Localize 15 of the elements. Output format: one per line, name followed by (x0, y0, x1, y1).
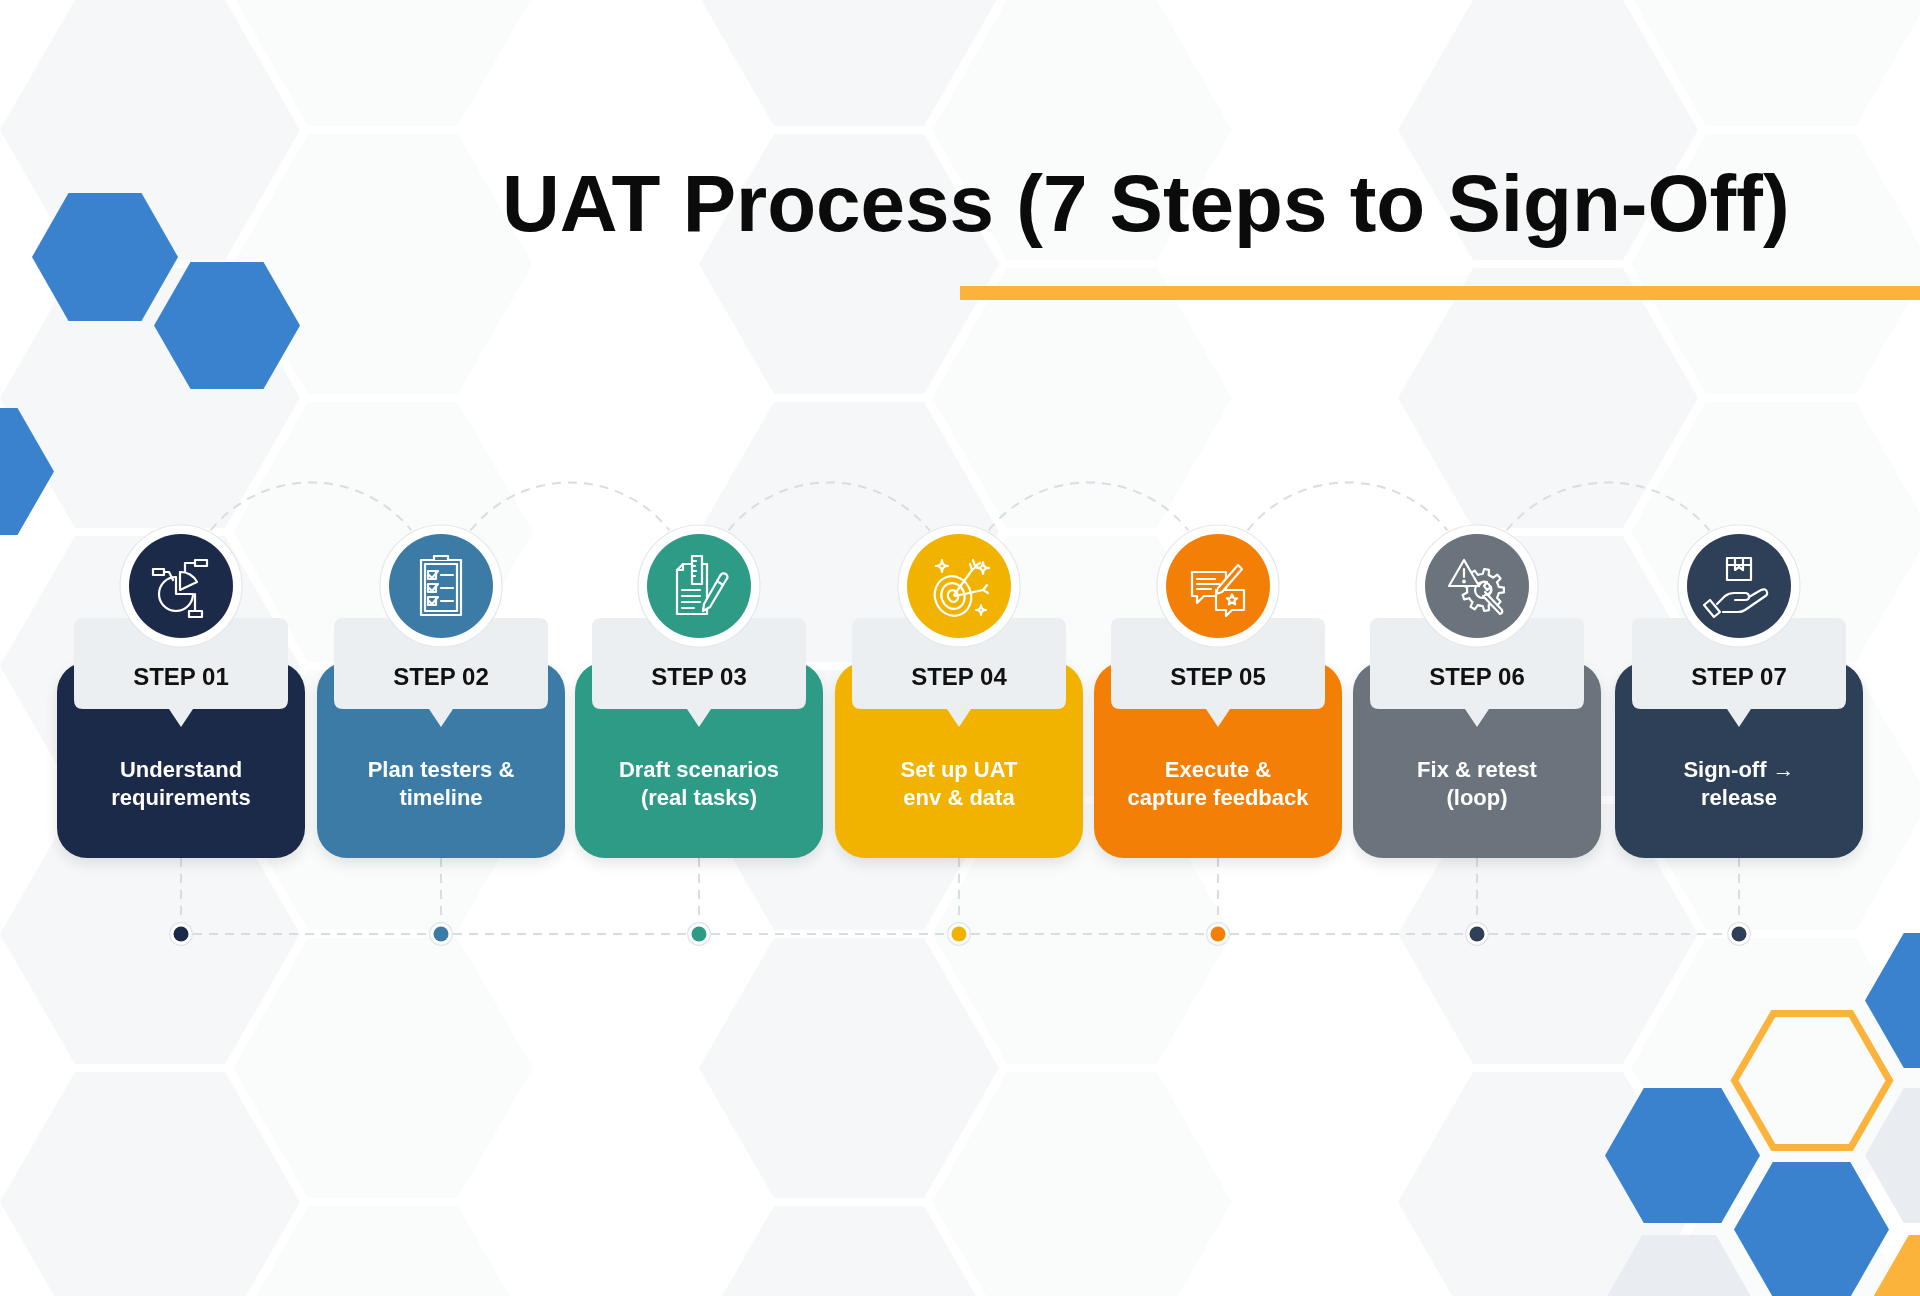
step-description: Understand requirements (110, 756, 252, 812)
step-description: Draft scenarios (real tasks) (617, 756, 781, 812)
step-label: STEP 04 (911, 663, 1007, 691)
step-label: STEP 05 (1170, 663, 1266, 691)
diagram-title: UAT Process (7 Steps to Sign-Off) (502, 158, 1790, 250)
step-label: STEP 03 (651, 663, 747, 691)
step-description: Execute & capture feedback (1126, 756, 1310, 812)
step-description: Fix & retest (loop) (1416, 756, 1538, 812)
step-description: Plan testers & timeline (366, 756, 516, 812)
step-label: STEP 07 (1691, 663, 1787, 691)
step-label: STEP 01 (133, 663, 229, 691)
step-label: STEP 02 (393, 663, 489, 691)
step-label: STEP 06 (1429, 663, 1525, 691)
step-description: Set up UAT env & data (899, 756, 1019, 812)
step-description: Sign-off → release (1682, 756, 1796, 812)
